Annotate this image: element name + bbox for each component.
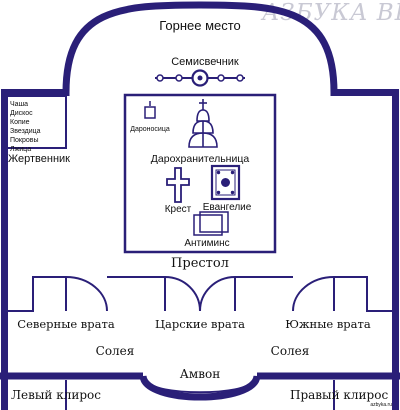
footer-url: azbyka.ru xyxy=(370,402,392,408)
altar-table xyxy=(123,93,277,254)
kliros-rails xyxy=(65,380,335,410)
antimension-label: Антиминс xyxy=(184,238,229,249)
prothesis-table xyxy=(6,95,67,149)
candelabrum-label: Семисвечник xyxy=(171,56,239,68)
prothesis-item: Звездица xyxy=(10,128,41,135)
gospel-book-icon xyxy=(210,164,241,201)
iconostasis xyxy=(5,276,395,312)
royal-doors xyxy=(164,276,236,312)
soleas-edge xyxy=(0,372,400,401)
prothesis-item: Покровы xyxy=(10,137,39,144)
royal-doors-label: Царские врата xyxy=(155,317,245,331)
south-door xyxy=(292,276,335,312)
kliros-right-label: Правый клирос xyxy=(290,388,388,402)
gospel-label: Евангелие xyxy=(203,202,252,213)
apse-label: Горнее место xyxy=(159,18,241,33)
soleas-left-label: Солея xyxy=(96,344,135,358)
cross-label: Крест xyxy=(165,204,192,215)
north-door-label: Северные врата xyxy=(17,317,115,331)
tabernacle-label: Дарохранительница xyxy=(151,153,250,165)
ambo-label: Амвон xyxy=(180,367,220,381)
prothesis-label: Жертвенник xyxy=(8,153,70,165)
south-door-label: Южные врата xyxy=(285,317,371,331)
soleas-right-label: Солея xyxy=(271,344,310,358)
antimension-icon xyxy=(193,211,229,236)
kliros-left-label: Левый клирос xyxy=(11,388,101,402)
prothesis-items: Чаша Дискос Копие Звездица Покровы Лжица xyxy=(10,101,41,153)
seven-branched-candlestick-icon xyxy=(155,69,245,87)
prothesis-item: Лжица xyxy=(10,146,31,153)
daronositsa-label: Дароносица xyxy=(130,126,170,133)
prothesis-item: Копие xyxy=(10,119,30,126)
tabernacle-icon xyxy=(188,99,218,148)
cross-icon xyxy=(166,167,190,203)
ambo-inner xyxy=(147,380,253,394)
daronositsa-icon xyxy=(144,101,156,119)
north-door xyxy=(65,276,108,312)
altar-label: Престол xyxy=(171,256,229,271)
prothesis-item: Чаша xyxy=(10,101,28,108)
prothesis-item: Дискос xyxy=(10,110,33,117)
